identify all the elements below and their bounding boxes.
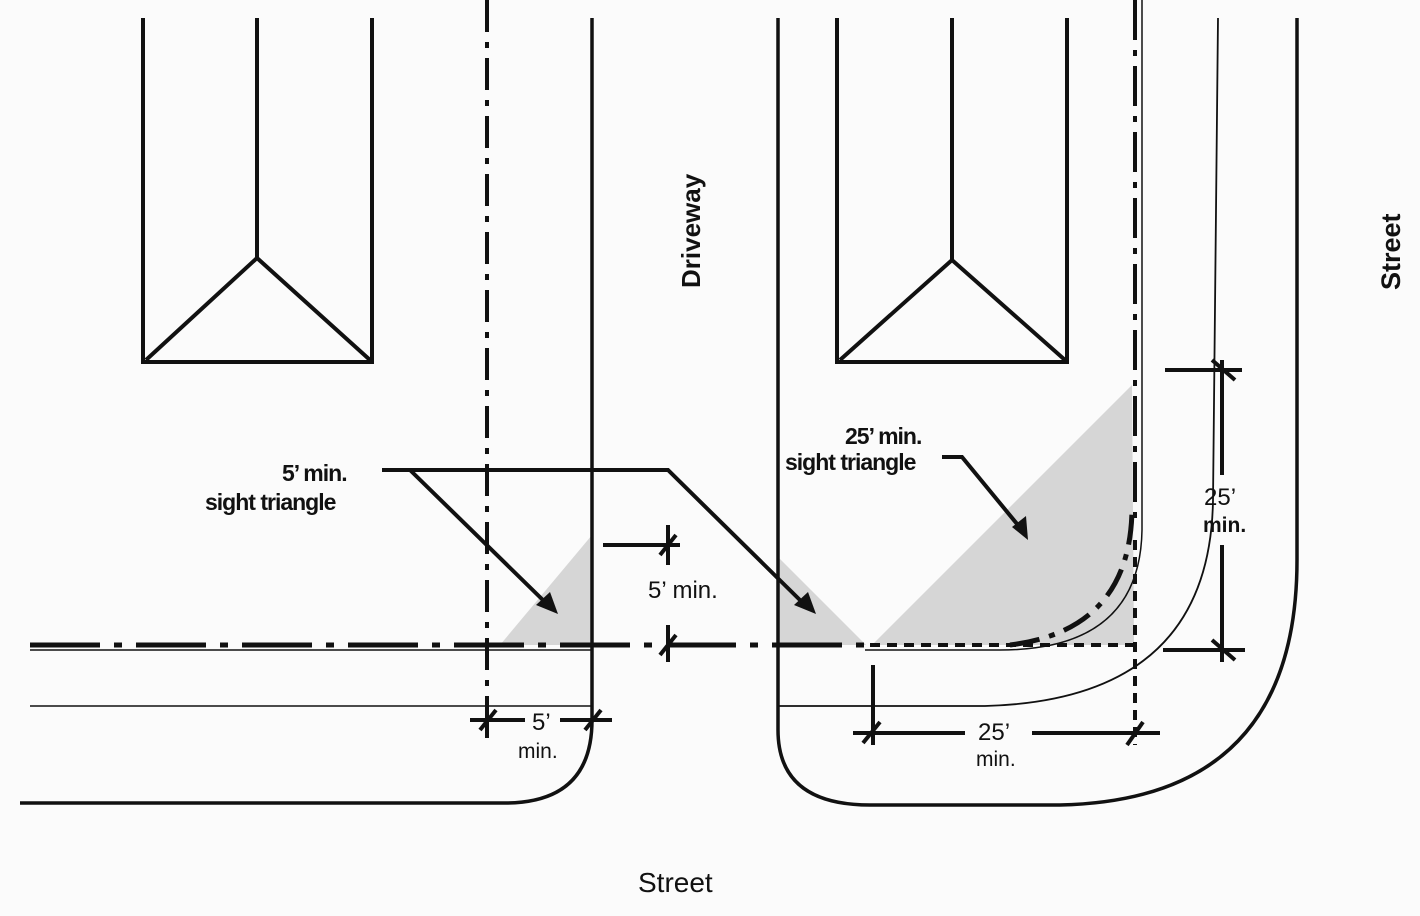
middle-sight-triangle: [779, 558, 866, 645]
right-curb: [776, 18, 1299, 807]
dimension-5-horizontal: [470, 705, 612, 738]
right-sight-label-line1: 25’ min.: [845, 423, 921, 449]
street-label-bottom: Street: [638, 867, 713, 898]
driveway-label: Driveway: [676, 173, 706, 288]
arrow-icon: [1012, 516, 1028, 540]
right-sidewalk-back: [778, 17, 1219, 707]
dim-25-vertical-unit: min.: [1203, 514, 1246, 537]
dim-25-horizontal-label: 25’: [978, 719, 1010, 746]
dimension-25-horizontal: [853, 665, 1160, 747]
right-sight-leader: [942, 455, 1024, 532]
arrow-icon: [536, 592, 558, 614]
arrow-icon: [794, 592, 816, 614]
corner-arc-dashed: [1009, 509, 1135, 648]
left-sight-leader: [382, 468, 807, 607]
street-label-right: Street: [1376, 213, 1406, 290]
corner-sight-triangle: [872, 385, 1134, 645]
left-building: [141, 18, 374, 364]
dim-5-horizontal-label: 5’: [532, 709, 551, 736]
dimension-25-vertical: [1163, 358, 1245, 662]
right-sight-label-line2: sight triangle: [785, 449, 916, 475]
left-sight-label-line2: sight triangle: [205, 489, 336, 515]
left-curb: [20, 18, 594, 805]
dim-5-horizontal-unit: min.: [518, 740, 558, 763]
left-sight-label-line1: 5’ min.: [282, 460, 347, 486]
left-sight-triangle: [500, 535, 592, 645]
arrowheads: [536, 516, 1028, 614]
dim-5-vertical-label: 5’ min.: [648, 577, 718, 604]
right-building: [835, 18, 1069, 364]
dimension-5-vertical: [603, 525, 680, 662]
corner-sidewalk-edge: [865, 0, 1143, 651]
dim-25-horizontal-unit: min.: [976, 748, 1016, 771]
dim-25-vertical-label: 25’: [1204, 484, 1236, 511]
